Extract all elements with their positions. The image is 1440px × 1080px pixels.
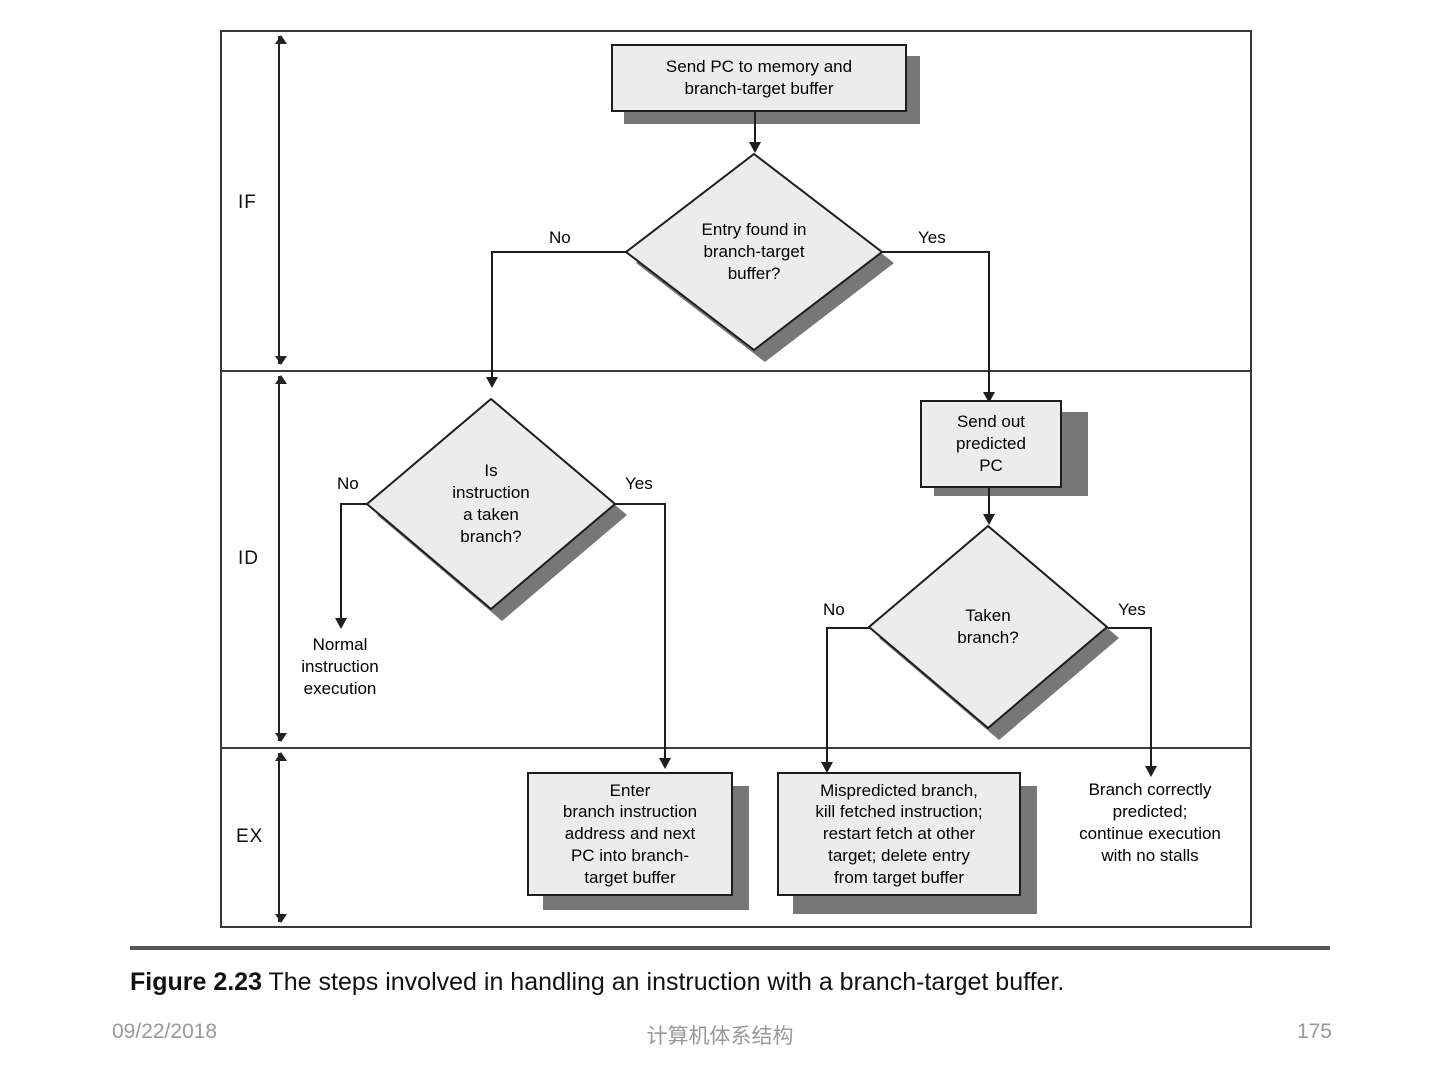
edge-istaken-yes-horizontal — [614, 503, 666, 505]
figure-caption: Figure 2.23 The steps involved in handli… — [130, 966, 1338, 1000]
edge-istaken-yes-arrowhead — [659, 758, 671, 769]
edge-entry-no-horizontal — [491, 251, 627, 253]
edge-taken-no-arrowhead — [821, 762, 833, 773]
diagram-frame — [220, 30, 1252, 928]
edge-entry-no-vertical — [491, 251, 493, 379]
stage-label-if: IF — [238, 192, 257, 213]
stage-divider-id-ex — [220, 747, 1252, 749]
footer-date: 09/22/2018 — [112, 1020, 218, 1043]
footer-title: 计算机体系结构 — [646, 1025, 794, 1048]
figure-label: Figure 2.23 — [130, 968, 262, 996]
edge-label-istaken-yes: Yes — [625, 474, 653, 493]
stage-label-id: ID — [238, 548, 259, 569]
caption-rule — [130, 946, 1330, 950]
stage-divider-if-id — [220, 370, 1252, 372]
stage-span-if — [275, 35, 287, 365]
edge-predpc-to-taken — [988, 488, 990, 518]
edge-entry-yes-arrowhead — [983, 392, 995, 403]
edge-taken-yes-arrowhead — [1145, 766, 1157, 777]
edge-label-entry-no: No — [549, 228, 571, 247]
figure-caption-text: The steps involved in handling an instru… — [268, 968, 1065, 996]
node-mispredicted-branch[interactable]: Mispredicted branch,kill fetched instruc… — [777, 772, 1021, 896]
entry-found-outline-icon — [625, 153, 883, 351]
edge-label-taken-yes: Yes — [1118, 600, 1146, 619]
edge-entry-yes-vertical — [988, 251, 990, 396]
edge-taken-yes-horizontal — [1106, 627, 1152, 629]
edge-sendpc-to-entry-arrowhead — [749, 142, 761, 153]
taken-branch-outline-icon — [868, 525, 1108, 729]
edge-label-entry-yes: Yes — [918, 228, 946, 247]
footer-page-number: 175 — [1296, 1020, 1332, 1043]
edge-taken-no-horizontal — [826, 627, 870, 629]
edge-entry-yes-horizontal — [881, 251, 990, 253]
edge-istaken-no-horizontal — [340, 503, 368, 505]
stage-span-ex — [275, 752, 287, 923]
stage-label-ex: EX — [236, 826, 264, 847]
edge-sendpc-to-entry — [754, 112, 756, 146]
edge-label-istaken-no: No — [337, 474, 359, 493]
edge-taken-no-vertical — [826, 627, 828, 765]
edge-predpc-to-taken-arrowhead — [983, 514, 995, 525]
edge-taken-yes-vertical — [1150, 627, 1152, 769]
edge-label-taken-no: No — [823, 600, 845, 619]
edge-istaken-no-vertical — [340, 503, 342, 621]
is-taken-outline-icon — [366, 398, 616, 610]
edge-istaken-yes-vertical — [664, 503, 666, 762]
edge-entry-no-arrowhead — [486, 377, 498, 388]
stage-span-id — [275, 375, 287, 742]
mispredicted-label: Mispredicted branch,kill fetched instruc… — [815, 780, 983, 887]
edge-istaken-no-arrowhead — [335, 618, 347, 629]
